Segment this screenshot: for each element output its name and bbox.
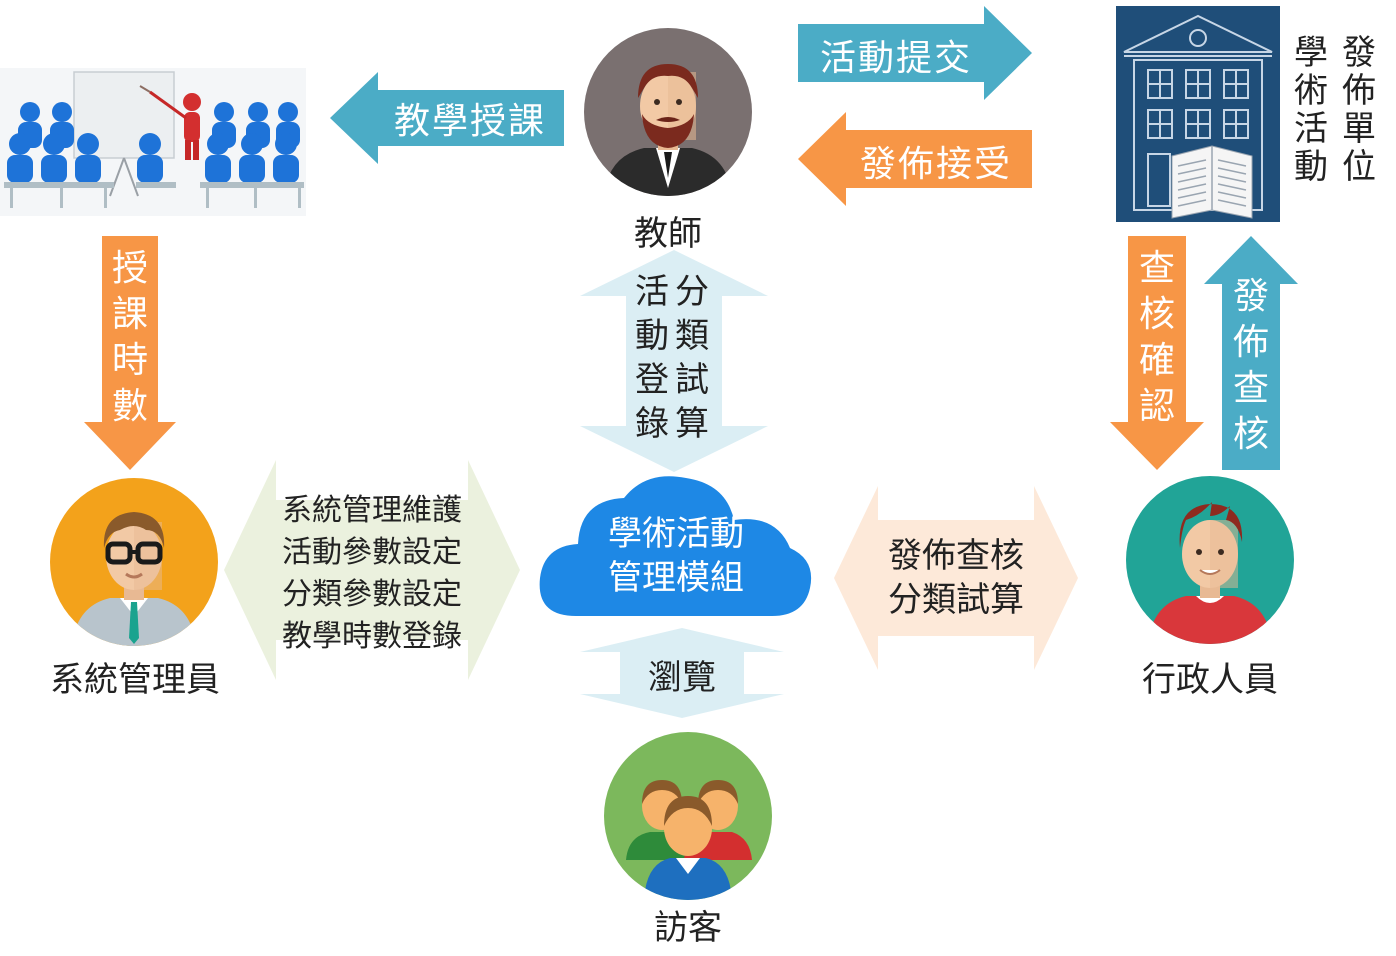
publisher-label: 學 術 活 動 發 佈 單 位 xyxy=(1290,34,1386,194)
browse-arrow xyxy=(580,628,784,718)
teacher-module-arrow xyxy=(580,250,768,472)
publish-review-arrow xyxy=(1204,236,1298,470)
review-confirm-label: 查 核 確 認 xyxy=(1138,248,1175,427)
teaching-hours-label: 授 課 時 數 xyxy=(111,248,148,427)
publish-accept-arrow xyxy=(798,112,1032,206)
teacher-avatar xyxy=(584,28,752,196)
module-cloud-label: 學術活動 管理模組 xyxy=(608,514,744,598)
staff-label: 行政人員 xyxy=(1142,660,1278,700)
teaching-hours-arrow xyxy=(84,236,176,470)
publisher-label-col1: 學 術 活 動 xyxy=(1294,33,1328,187)
activity-submit-label: 活動提交 xyxy=(819,38,972,79)
admin-module-label: 系統管理維護 活動參數設定 分類參數設定 教學時數登錄 xyxy=(282,493,462,654)
building-image xyxy=(1116,6,1280,222)
admin-module-arrow xyxy=(224,460,520,680)
publish-accept-label: 發佈接受 xyxy=(859,144,1012,185)
publisher-label-col2: 發 佈 單 位 xyxy=(1342,33,1376,187)
module-cloud: 學術活動 管理模組 xyxy=(536,470,814,620)
teacher-module-col2: 分 類 試 算 xyxy=(675,272,709,444)
browse-label: 瀏覽 xyxy=(648,658,716,698)
classroom-image xyxy=(0,68,306,216)
teacher-module-col1: 活 動 登 錄 xyxy=(635,272,669,444)
teaching-arrow xyxy=(330,72,564,164)
admin-avatar xyxy=(50,478,218,646)
publish-review-label: 發 佈 查 核 xyxy=(1232,276,1269,455)
staff-module-arrow xyxy=(834,486,1078,670)
review-confirm-arrow xyxy=(1110,236,1204,470)
activity-submit-arrow xyxy=(798,6,1032,100)
teaching-label: 教學授課 xyxy=(393,101,546,142)
teacher-label: 教師 xyxy=(634,214,702,254)
staff-module-label: 發佈查核 分類試算 xyxy=(888,536,1024,620)
visitor-label: 訪客 xyxy=(654,908,722,948)
visitor-avatar xyxy=(604,732,772,900)
admin-label: 系統管理員 xyxy=(50,660,220,700)
staff-avatar xyxy=(1126,476,1294,644)
